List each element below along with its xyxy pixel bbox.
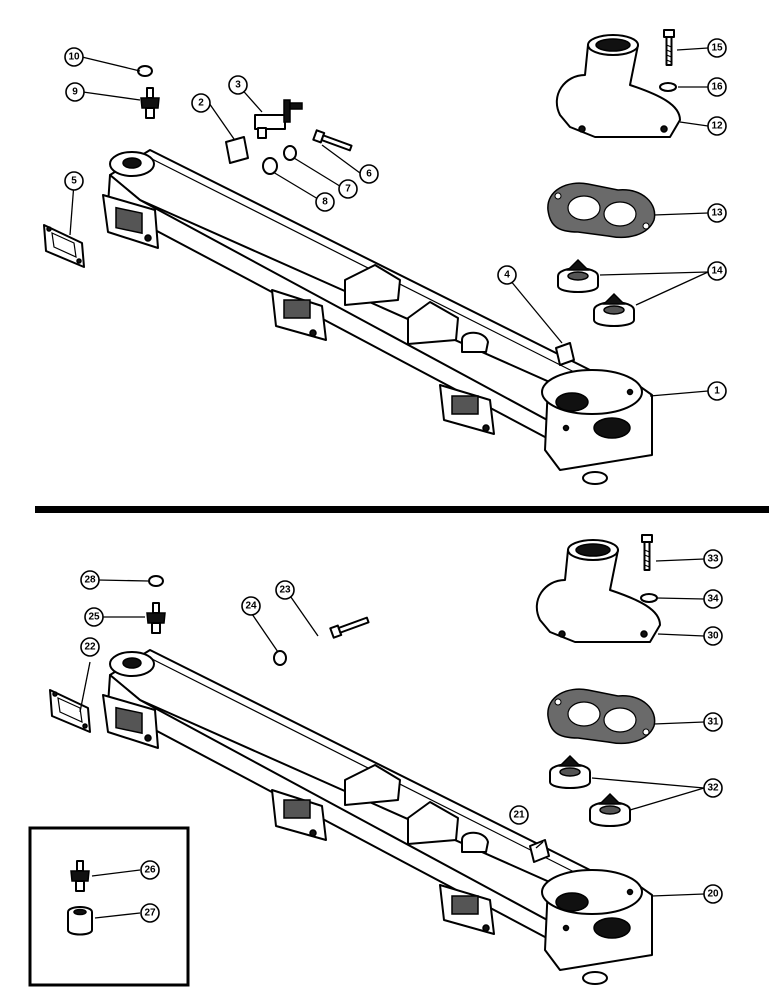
callout-4: 4 — [497, 265, 517, 285]
svg-text:21: 21 — [513, 810, 525, 821]
svg-text:14: 14 — [711, 266, 723, 277]
housing-gasket-top — [547, 182, 656, 239]
housing-gasket-bottom — [547, 688, 656, 745]
callout-14: 14 — [707, 261, 727, 281]
callout-27: 27 — [140, 903, 160, 923]
top-assembly — [43, 29, 681, 485]
fitting-top — [225, 136, 249, 164]
washer-top-8 — [262, 157, 278, 175]
lockwasher-top — [283, 145, 297, 161]
callout-21: 21 — [509, 805, 529, 825]
callout-15: 15 — [707, 38, 727, 58]
callout-32: 32 — [703, 778, 723, 798]
thermostat-top-b — [593, 293, 635, 327]
nut-bottom — [148, 575, 164, 587]
svg-text:24: 24 — [245, 601, 257, 612]
callout-10: 10 — [64, 47, 84, 67]
callout-33: 33 — [703, 549, 723, 569]
mounting-gasket-top — [43, 224, 85, 268]
inset-box — [28, 826, 190, 987]
svg-text:15: 15 — [711, 43, 723, 54]
callout-6: 6 — [359, 164, 379, 184]
svg-text:3: 3 — [235, 80, 241, 91]
washer-top — [659, 82, 677, 92]
mounting-gasket-bottom — [49, 689, 91, 733]
svg-text:2: 2 — [198, 98, 204, 109]
drain-valve-top — [254, 99, 303, 139]
callout-5: 5 — [64, 171, 84, 191]
svg-text:1: 1 — [714, 386, 720, 397]
thermostat-top-a — [557, 259, 599, 293]
callout-30: 30 — [703, 626, 723, 646]
callout-24: 24 — [241, 596, 261, 616]
callout-8: 8 — [315, 192, 335, 212]
adapter-inset — [67, 906, 93, 936]
callout-13: 13 — [707, 203, 727, 223]
svg-text:31: 31 — [707, 717, 719, 728]
callout-9: 9 — [65, 82, 85, 102]
callout-2: 2 — [191, 93, 211, 113]
svg-text:16: 16 — [711, 82, 723, 93]
callout-7: 7 — [338, 179, 358, 199]
section-divider — [35, 506, 769, 513]
callout-3: 3 — [228, 75, 248, 95]
svg-text:25: 25 — [88, 612, 100, 623]
thermostat-bottom-a — [549, 755, 591, 789]
bolt-bottom — [641, 534, 653, 571]
lockwasher-bottom — [273, 650, 287, 666]
bottom-assembly — [49, 534, 661, 985]
callout-22: 22 — [80, 637, 100, 657]
svg-text:5: 5 — [71, 176, 77, 187]
svg-text:32: 32 — [707, 783, 719, 794]
capscrew-top — [312, 129, 353, 152]
svg-text:26: 26 — [144, 865, 156, 876]
thermostat-bottom-b — [589, 793, 631, 827]
callout-1: 1 — [707, 381, 727, 401]
svg-text:4: 4 — [504, 270, 510, 281]
temp-sender-top — [140, 87, 160, 119]
callout-16: 16 — [707, 77, 727, 97]
bolt-top — [663, 29, 675, 66]
nut-top — [137, 65, 153, 77]
svg-text:6: 6 — [366, 169, 372, 180]
callout-25: 25 — [84, 607, 104, 627]
callout-31: 31 — [703, 712, 723, 732]
svg-text:10: 10 — [68, 52, 80, 63]
svg-text:7: 7 — [345, 184, 351, 195]
washer-bottom — [640, 593, 658, 603]
svg-text:28: 28 — [84, 575, 96, 586]
svg-text:8: 8 — [322, 197, 328, 208]
svg-text:34: 34 — [707, 594, 719, 605]
svg-text:33: 33 — [707, 554, 719, 565]
svg-text:9: 9 — [72, 87, 78, 98]
callout-20: 20 — [703, 884, 723, 904]
leader-lines — [69, 47, 709, 919]
temp-sender-bottom — [146, 602, 166, 634]
plug-top — [555, 342, 575, 366]
callout-26: 26 — [140, 860, 160, 880]
callout-28: 28 — [80, 570, 100, 590]
callout-23: 23 — [275, 580, 295, 600]
svg-text:27: 27 — [144, 908, 156, 919]
callout-12: 12 — [707, 116, 727, 136]
thermostat-housing-bottom — [535, 539, 661, 643]
svg-text:12: 12 — [711, 121, 723, 132]
svg-text:30: 30 — [707, 631, 719, 642]
svg-text:13: 13 — [711, 208, 723, 219]
svg-text:20: 20 — [707, 889, 719, 900]
svg-text:23: 23 — [279, 585, 291, 596]
plug-bottom — [529, 839, 550, 863]
callout-34: 34 — [703, 589, 723, 609]
capscrew-bottom — [329, 616, 370, 639]
svg-text:22: 22 — [84, 642, 96, 653]
callouts: 1 2 3 4 5 6 7 8 9 10 12 13 14 15 16 20 2… — [64, 38, 727, 923]
